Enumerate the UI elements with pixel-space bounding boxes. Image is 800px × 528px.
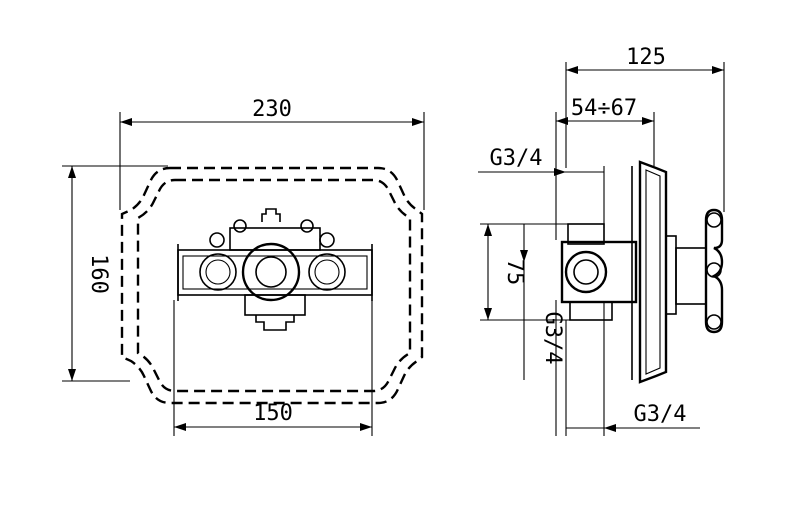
dim-75-label: 75 [502,259,527,286]
thread-top-arrow [554,168,566,176]
side-view: 125 54÷67 G3/4 75 G3/4 G3/4 [478,45,725,436]
thread-top-label: G3/4 [490,146,543,171]
dim-150-arrow-right [360,423,372,431]
dim-125-label: 125 [626,45,666,70]
side-inlet-inner [573,259,599,285]
handle-knob-mid [706,262,722,278]
valve-body-inner [182,255,368,290]
dim-range-label: 54÷67 [571,96,637,121]
dim-75-arrow-top [484,224,492,236]
handle-knob-top [706,212,722,228]
top-cap-right [319,232,335,248]
dim-230-arrow-left [120,118,132,126]
thread-left-label: G3/4 [540,312,565,365]
front-view: 230 160 150 [62,97,425,436]
plate-outline-inner [136,178,412,393]
thread-bottom-arrow [604,424,616,432]
plate-outline-outer [120,166,424,405]
dim-150-label: 150 [253,401,293,426]
top-cap-mid-right [300,219,314,233]
left-inlet-outer [199,253,237,291]
dim-range-arrow-right [642,117,654,125]
thread-left-arrow [520,250,528,262]
dim-75-arrow-bottom [484,308,492,320]
wall-plate-outer [638,160,668,384]
stem-flange [665,235,677,315]
wall-plate-inner [645,169,661,375]
stem-body [675,247,707,305]
cross-handle-bottom [255,315,295,331]
side-valve-bottom [569,301,613,321]
lower-block [244,294,306,316]
dim-160-arrow-bottom [68,369,76,381]
dim-range-arrow-left [556,117,568,125]
left-inlet-inner [205,259,231,285]
dim-230-arrow-right [412,118,424,126]
dim-160-label: 160 [86,254,111,294]
top-cap-left [209,232,225,248]
side-valve-top [567,223,605,245]
dim-125-arrow-right [712,66,724,74]
thread-bottom-label: G3/4 [634,402,687,427]
cross-handle-side [704,208,724,334]
cross-handle-top [261,208,281,222]
dim-230-label: 230 [252,97,292,122]
spindle-inner [255,256,287,288]
dim-125-arrow-left [566,66,578,74]
right-inlet-inner [314,259,340,285]
right-inlet-outer [308,253,346,291]
dim-150-arrow-left [174,423,186,431]
spindle-outer [241,242,301,302]
top-cap-mid-left [233,219,247,233]
handle-knob-bottom [706,314,722,330]
dim-160-arrow-top [68,166,76,178]
side-inlet-outer [564,250,608,294]
side-valve-body [560,240,638,304]
